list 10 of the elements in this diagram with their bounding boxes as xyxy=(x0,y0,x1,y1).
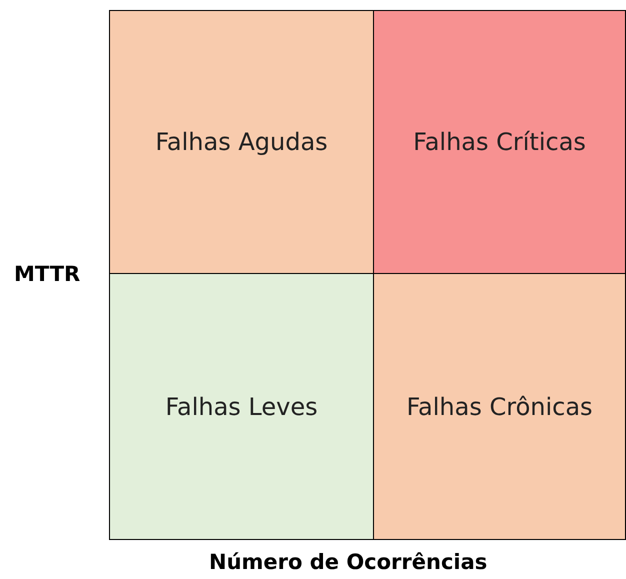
y-axis-label: MTTR xyxy=(14,262,80,286)
quadrant-label: Falhas Críticas xyxy=(413,128,586,156)
quadrant-cell xyxy=(373,273,626,540)
quadrant-label: Falhas Crônicas xyxy=(406,392,593,420)
quadrant-cell xyxy=(109,10,374,274)
quadrant-cell xyxy=(373,10,626,274)
quadrant-cell xyxy=(109,273,374,540)
quadrant-label: Falhas Leves xyxy=(165,392,318,420)
quadrant-label: Falhas Agudas xyxy=(155,128,328,156)
x-axis-label: Número de Ocorrências xyxy=(209,550,488,574)
